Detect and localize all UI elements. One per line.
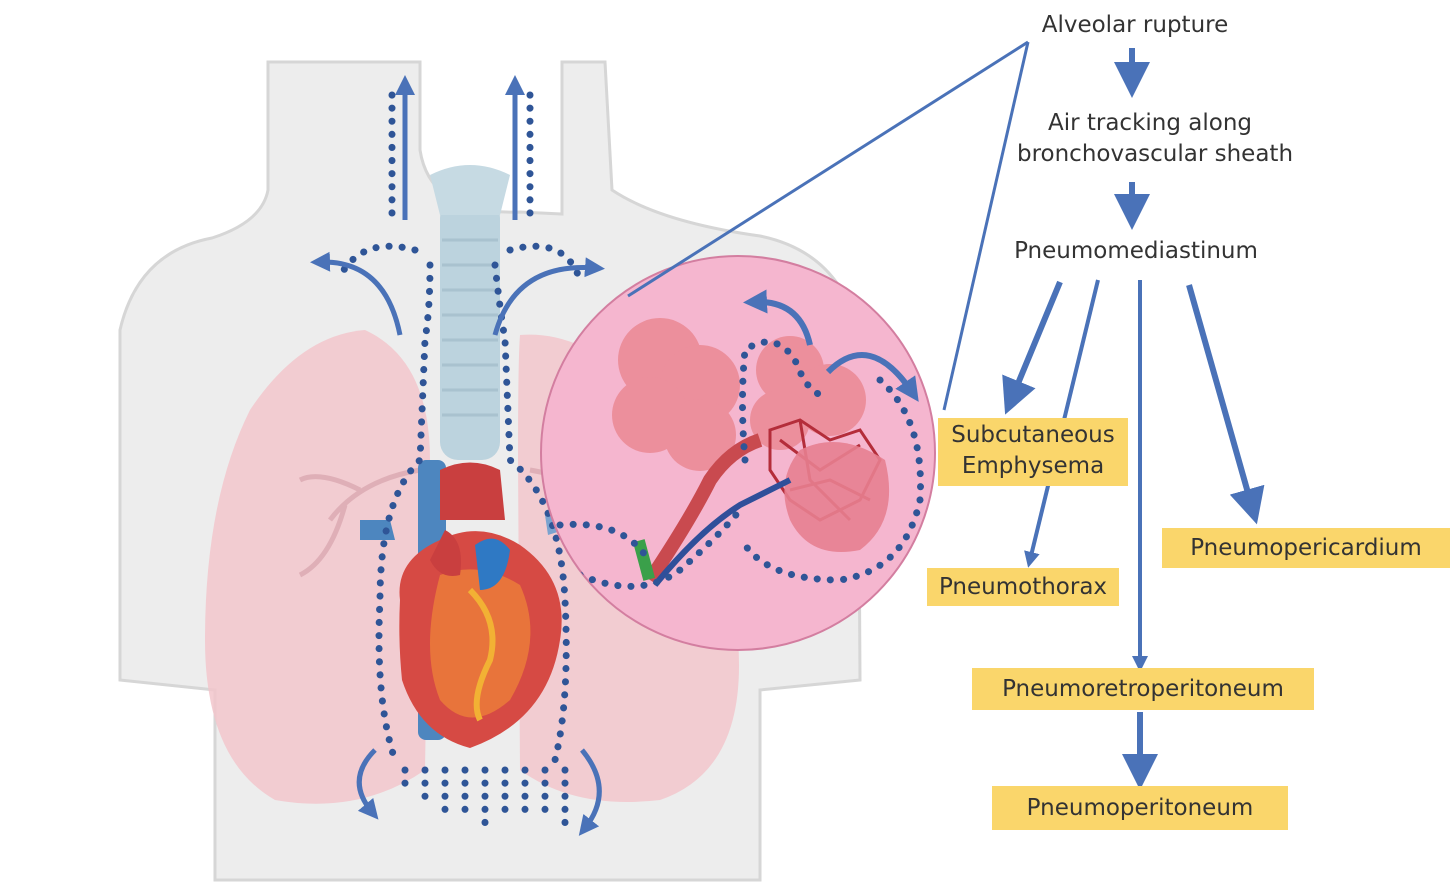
pneumothorax-box: Pneumothorax <box>927 568 1119 606</box>
subcutaneous-emphysema-box: Subcutaneous Emphysema <box>938 418 1128 486</box>
pneumoretroperitoneum-box: Pneumoretroperitoneum <box>972 668 1314 710</box>
arrow-to-subcutaneous-emphysema <box>1012 282 1060 398</box>
trachea-illustration <box>430 165 510 460</box>
subcutaneous-emphysema-line1: Subcutaneous <box>938 420 1128 451</box>
alveolar-rupture-label: Alveolar rupture <box>1010 10 1260 41</box>
air-tracking-label-line2: bronchovascular sheath <box>990 139 1320 170</box>
air-tracking-label-line1: Air tracking along <box>990 108 1310 139</box>
arrow-to-pneumopericardium <box>1189 285 1252 507</box>
pneumoperitoneum-box: Pneumoperitoneum <box>992 786 1288 830</box>
pneumomediastinum-label: Pneumomediastinum <box>996 236 1276 267</box>
subcutaneous-emphysema-line2: Emphysema <box>938 451 1128 482</box>
alveoli-magnified-illustration <box>541 256 935 650</box>
pneumopericardium-box: Pneumopericardium <box>1162 528 1450 568</box>
